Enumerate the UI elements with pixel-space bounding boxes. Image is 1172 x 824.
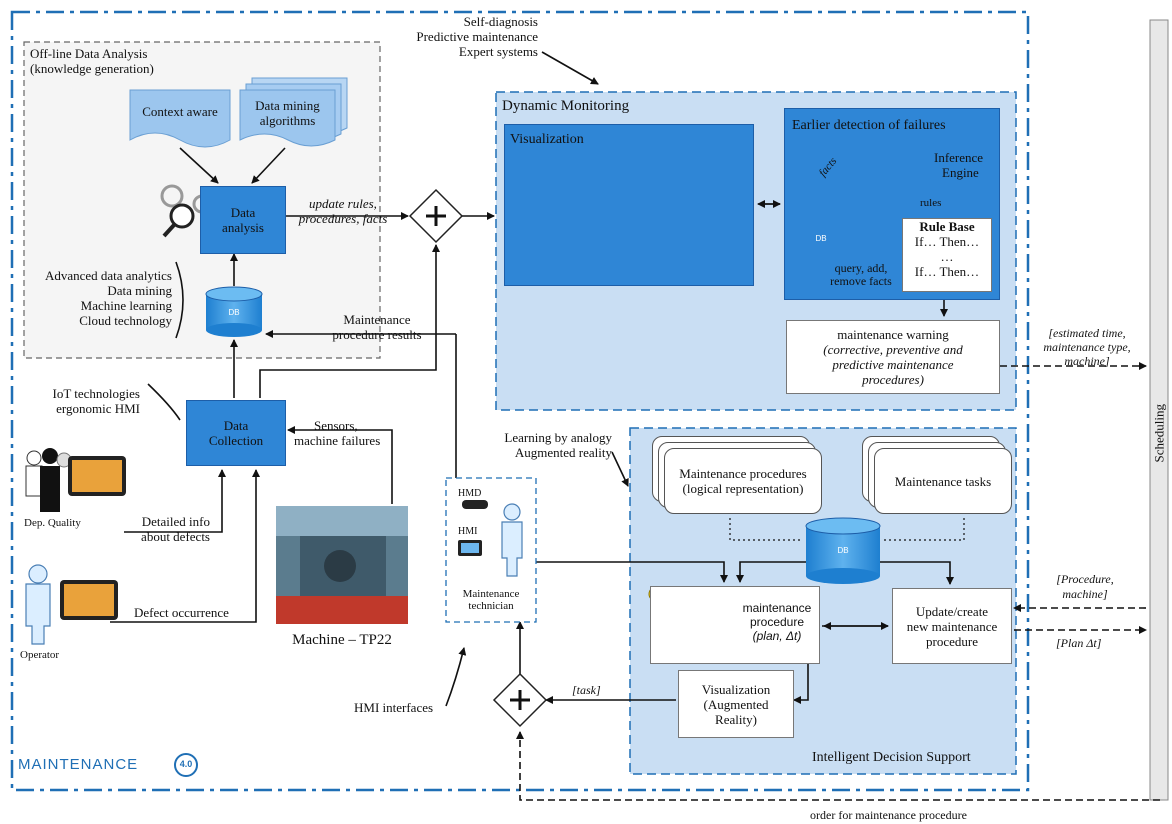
update-rules-label: update rules, procedures, facts	[298, 196, 388, 226]
central-db	[805, 517, 881, 584]
magnifier-icon	[162, 203, 195, 238]
rules-label: rules	[920, 197, 942, 209]
detailed-info-label: Detailed info about defects	[141, 514, 210, 544]
tablet-icon-quality	[68, 456, 126, 496]
visualization-ar-box: Visualization (Augmented Reality)	[678, 670, 794, 738]
task-label: [task]	[572, 683, 601, 697]
self-diagnosis-list: Self-diagnosis Predictive maintenance Ex…	[416, 14, 538, 59]
analytics-list: Advanced data analytics Data mining Mach…	[44, 268, 172, 328]
hmi-tablet-icon	[458, 540, 482, 556]
offline-db	[205, 286, 263, 337]
dynamic-monitoring-title: Dynamic Monitoring	[502, 98, 630, 114]
hmd-icon	[462, 500, 488, 509]
machine-photo	[276, 506, 408, 624]
visualization-box	[504, 124, 754, 286]
machine-label: Machine – TP22	[292, 632, 392, 648]
procedure-machine-label: [Procedure, machine]	[1056, 572, 1114, 601]
operator-figure	[25, 564, 51, 645]
hmi-label: HMI	[458, 526, 478, 537]
merge-diamond-top	[408, 188, 464, 244]
intelligent-decision-title: Intelligent Decision Support	[812, 750, 971, 765]
maintenance-warning-box: maintenance warning (corrective, prevent…	[786, 320, 1000, 394]
data-mining-label: Data mining algorithms	[255, 98, 320, 128]
technician-figure	[501, 503, 523, 577]
operator-label: Operator	[20, 649, 60, 661]
maintenance-procedures-card: Maintenance procedures (logical represen…	[664, 448, 822, 514]
dep-quality-label: Dep. Quality	[24, 517, 81, 529]
query-label: query, add, remove facts	[830, 261, 892, 288]
maintenance-logo: MAINTENANCE	[18, 756, 139, 773]
facts-db-label: DB	[815, 234, 827, 243]
plan-dt-label: [Plan Δt]	[1056, 636, 1102, 650]
sensors-label: Sensors, machine failures	[294, 418, 381, 448]
data-collection-box: Data Collection	[186, 400, 286, 466]
maintenance-results-label: Maintenance procedure results	[332, 312, 422, 342]
scheduling-label: Scheduling	[1151, 404, 1167, 463]
iot-label: IoT technologies ergonomic HMI	[52, 386, 141, 416]
central-db-label: DB	[837, 546, 849, 555]
logo-badge-icon	[174, 753, 198, 777]
maintenance-tasks-card: Maintenance tasks	[874, 448, 1012, 514]
hmd-label: HMD	[458, 488, 482, 499]
offline-db-label: DB	[228, 308, 240, 317]
data-analysis-box: Data analysis	[200, 186, 286, 254]
logo-badge-text: 4.0	[179, 759, 193, 769]
offline-title: Off-line Data Analysis (knowledge genera…	[30, 46, 154, 76]
context-aware-doc	[129, 89, 231, 148]
update-create-box: Update/create new maintenance procedure	[892, 588, 1012, 664]
rule-base-box: Rule Base If… Then… … If… Then…	[902, 218, 992, 292]
maintenance-procedure-box: maintenance procedure (plan, Δt)	[650, 586, 820, 664]
learning-label: Learning by analogy Augmented reality	[504, 430, 612, 460]
data-mining-doc	[239, 89, 336, 147]
estimated-time-label: [estimated time, maintenance type, machi…	[1043, 326, 1131, 368]
order-label: order for maintenance procedure	[810, 808, 967, 822]
quality-figures	[25, 448, 72, 512]
inference-engine-label: Inference Engine	[934, 150, 984, 180]
defect-occurrence-label: Defect occurrence	[134, 605, 229, 620]
earlier-detection-title: Earlier detection of failures	[792, 118, 946, 133]
technician-label: Maintenance technician	[462, 588, 520, 612]
merge-diamond-bottom	[492, 672, 548, 728]
context-aware-label: Context aware	[142, 104, 218, 119]
tablet-icon-operator	[60, 580, 118, 620]
visualization-title: Visualization	[510, 132, 584, 147]
hmi-interfaces-label: HMI interfaces	[354, 700, 434, 715]
